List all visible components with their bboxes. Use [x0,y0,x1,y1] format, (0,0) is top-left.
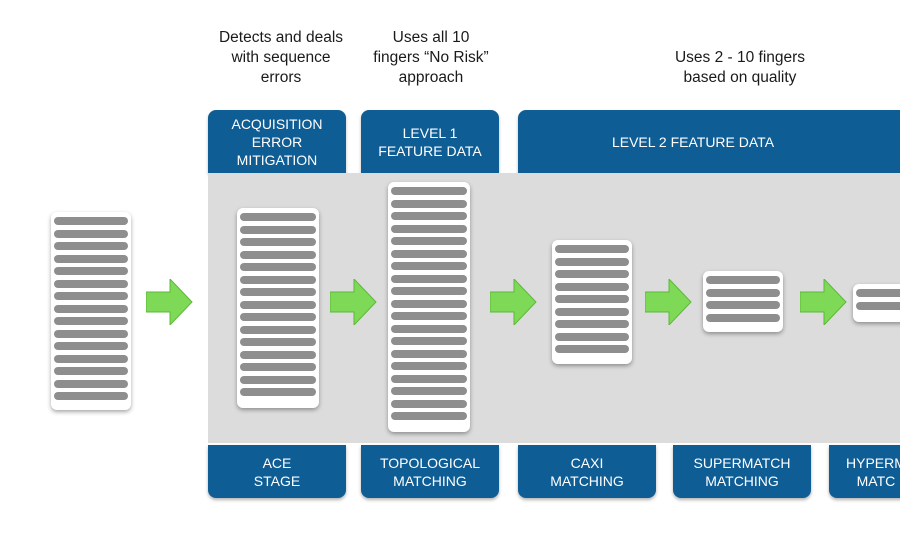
stack-disk [555,295,629,303]
header-level1-feature-data: LEVEL 1 FEATURE DATA [361,110,499,173]
stack-disk [706,276,780,284]
topological-stack [388,182,470,432]
stack-disk [54,317,128,325]
header-level2-feature-data: LEVEL 2 FEATURE DATA [518,110,900,173]
stack-disk [555,257,629,266]
stack-disk [391,299,467,308]
stack-disk [391,362,467,370]
stack-disk [555,307,629,316]
stack-disk [54,242,128,250]
header-acquisition-error-mitigation: ACQUISITION ERROR MITIGATION [208,110,346,173]
stack-disk [54,254,128,263]
arrow-right-icon [800,279,847,325]
stack-disk [240,288,316,296]
stack-disk [706,313,780,322]
note-level2: Uses 2 - 10 fingers based on quality [674,49,806,86]
stack-disk [856,289,900,297]
note-level1: Uses all 10 fingers “No Risk” approach [373,29,489,86]
stack-disk [54,279,128,288]
stack-disk [391,399,467,408]
stack-disk [391,212,467,220]
stack-disk [54,217,128,225]
stack-disk [391,249,467,258]
stack-disk [240,313,316,321]
stack-disk [240,225,316,234]
stack-disk [54,329,128,338]
arrow-right-icon [330,279,377,325]
stack-disk [391,312,467,320]
stack-disk [706,301,780,309]
footer-ace-stage: ACE STAGE [208,445,346,498]
stack-disk [240,213,316,221]
stack-disk [240,375,316,384]
stack-disk [555,332,629,341]
stack-disk [240,238,316,246]
stack-disk [54,229,128,238]
stack-disk [54,367,128,375]
stack-disk [240,388,316,396]
stack-disk [240,275,316,284]
note-ace: Detects and deals with sequence errors [218,29,344,86]
stack-disk [54,354,128,363]
stack-disk [555,270,629,278]
stack-disk [856,301,900,310]
stack-disk [555,282,629,291]
stack-disk [391,324,467,333]
supermatch-stack [703,271,783,332]
stack-disk [391,287,467,295]
stack-disk [54,304,128,313]
stack-disk [555,245,629,253]
stack-disk [391,337,467,345]
stack-disk [391,349,467,358]
stack-disk [391,187,467,195]
stack-disk [240,300,316,309]
stack-disk [240,350,316,359]
stack-disk [391,224,467,233]
arrow-right-icon [146,279,193,325]
input-database-stack [51,212,131,410]
arrow-right-icon [490,279,537,325]
stack-disk [54,392,128,400]
stack-disk [391,262,467,270]
stack-disk [391,387,467,395]
stack-disk [240,250,316,259]
stack-disk [240,263,316,271]
stack-disk [240,363,316,371]
footer-hypermatch-matching: HYPERM MATC [829,445,900,498]
stack-disk [240,325,316,334]
stack-disk [54,379,128,388]
stack-disk [54,342,128,350]
stack-disk [54,292,128,300]
ace-stage-stack [237,208,319,408]
stack-disk [706,288,780,297]
footer-supermatch-matching: SUPERMATCH MATCHING [673,445,811,498]
stack-disk [391,374,467,383]
stack-disk [240,338,316,346]
stack-disk [391,274,467,283]
footer-caxi-matching: CAXI MATCHING [518,445,656,498]
stack-disk [54,267,128,275]
stack-disk [555,345,629,353]
hypermatch-stack [853,284,900,322]
caxi-stack [552,240,632,364]
stack-disk [555,320,629,328]
stack-disk [391,199,467,208]
footer-topological-matching: TOPOLOGICAL MATCHING [361,445,499,498]
stack-disk [391,237,467,245]
arrow-right-icon [645,279,692,325]
stack-disk [391,412,467,420]
